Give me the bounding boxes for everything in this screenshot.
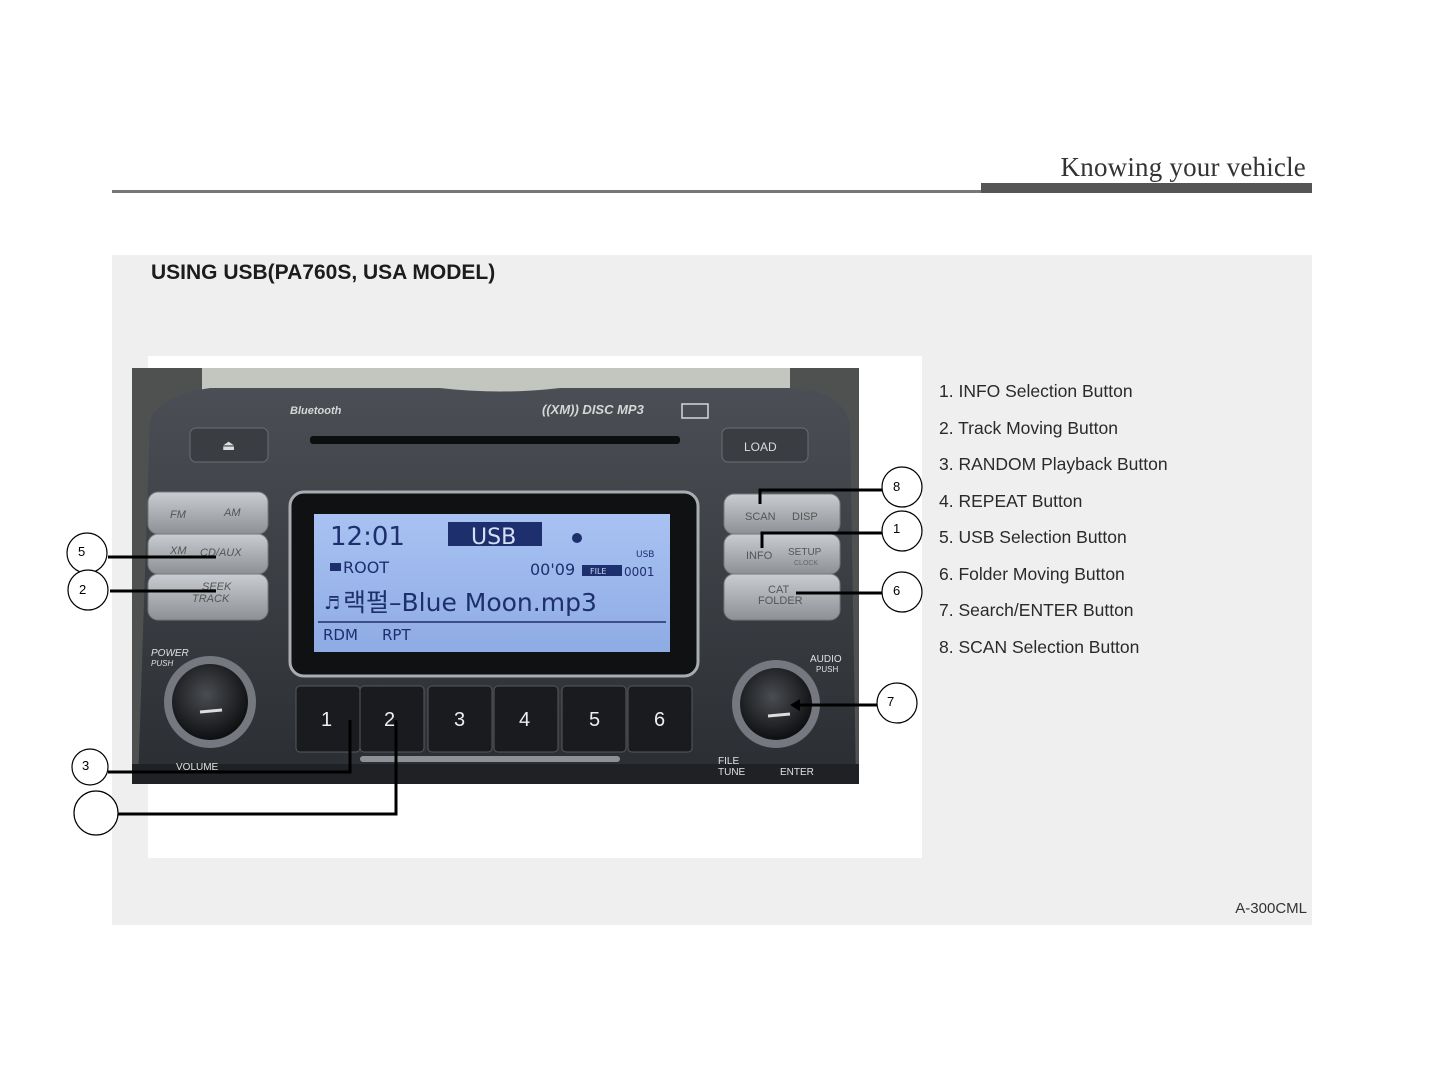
- callout-circle-4: [73, 790, 119, 836]
- track-label: TRACK: [192, 593, 230, 605]
- am-label: AM: [223, 507, 241, 519]
- callout-circle-8: [881, 466, 923, 508]
- volume-knob: [172, 664, 248, 740]
- audio-push-label: PUSH: [816, 665, 838, 674]
- preset-button-6: [627, 685, 693, 753]
- callout-circle-1: [881, 510, 923, 552]
- cd-logo: [681, 403, 709, 419]
- scan-disp-button: [723, 493, 841, 535]
- preset-button-5: [561, 685, 627, 753]
- volume-label: VOLUME: [176, 762, 219, 773]
- preset-button-3: [427, 685, 493, 753]
- leader-line-8: [758, 488, 884, 504]
- preset-label-3: 3: [454, 709, 465, 731]
- seek-track-button: [147, 573, 269, 621]
- preset-label-2: 2: [384, 709, 395, 731]
- load-label: LOAD: [744, 440, 777, 454]
- preset-buttons: 1 2 3 4 5 6: [295, 685, 693, 753]
- callout-label-1: 1: [893, 521, 900, 536]
- tune-knob: [740, 668, 812, 740]
- file-label: FILE: [718, 756, 739, 767]
- lcd-mode-box: [448, 522, 542, 546]
- lcd-rpt: RPT: [382, 626, 411, 644]
- setup-label: SETUP: [788, 547, 822, 558]
- preset-button-2: [359, 685, 425, 753]
- lcd-folder-icon: [330, 563, 341, 571]
- folder-label: FOLDER: [758, 595, 803, 607]
- lcd-file-number: 0001: [624, 565, 655, 579]
- callout-label-3: 3: [82, 758, 89, 773]
- callout-label-5: 5: [78, 544, 85, 559]
- power-label: POWER: [151, 648, 189, 659]
- callout-label-8: 8: [893, 479, 900, 494]
- preset-label-5: 5: [589, 709, 600, 731]
- legend-item: 1. INFO Selection Button: [939, 381, 1133, 401]
- leader-line-4: [118, 720, 398, 816]
- section-header: Knowing your vehicle: [1060, 152, 1306, 182]
- preset-label-4: 4: [519, 709, 530, 731]
- power-push-label: PUSH: [151, 659, 173, 668]
- lcd-folder: ROOT: [343, 558, 389, 577]
- fm-label: FM: [170, 509, 187, 521]
- leader-line-3: [108, 720, 352, 774]
- tune-label: TUNE: [718, 767, 746, 778]
- cd-slot: [310, 436, 680, 444]
- cat-label: CAT: [768, 584, 789, 596]
- section-title: USING USB(PA760S, USA MODEL): [151, 261, 496, 284]
- scan-label: SCAN: [745, 511, 776, 523]
- audio-label: AUDIO: [810, 654, 842, 665]
- enter-label: ENTER: [780, 767, 814, 778]
- callout-label-2: 2: [79, 582, 86, 597]
- callout-circle-2: [67, 569, 109, 611]
- preset-label-6: 6: [654, 709, 665, 731]
- load-button: [721, 427, 809, 463]
- preset-label-1: 1: [321, 709, 332, 731]
- legend-item: 2. Track Moving Button: [939, 417, 1118, 438]
- callout-label-7: 7: [887, 694, 894, 709]
- lcd-file-badge: FILE: [590, 567, 606, 576]
- callout-circle-3: [71, 748, 109, 786]
- lcd-source-tag: USB: [636, 550, 654, 560]
- lcd-rdm: RDM: [323, 626, 358, 644]
- legend-item: 5. USB Selection Button: [939, 527, 1127, 547]
- lcd-elapsed: 00'09: [530, 560, 575, 579]
- callout-circle-6: [881, 571, 923, 613]
- legend-item: 7. Search/ENTER Button: [939, 600, 1134, 620]
- bluetooth-logo: Bluetooth: [290, 405, 342, 417]
- lcd-track: 랙펄–Blue Moon.mp3: [343, 588, 597, 617]
- eject-icon: ⏏: [222, 437, 235, 453]
- lcd-time: 12:01: [330, 522, 405, 552]
- lcd-info-icon: [572, 533, 582, 543]
- disp-label: DISP: [792, 511, 818, 523]
- preset-button-4: [493, 685, 559, 753]
- legend-item: 3. RANDOM Playback Button: [939, 454, 1168, 474]
- clock-label: CLOCK: [794, 560, 818, 567]
- info-setup-button: [723, 533, 841, 575]
- callout-label-6: 6: [893, 583, 900, 598]
- leader-line-1: [760, 531, 884, 548]
- lcd-music-icon: ♬: [324, 593, 340, 614]
- fm-am-button: [147, 491, 269, 535]
- callout-circle-5: [66, 532, 108, 574]
- legend-item: 6. Folder Moving Button: [939, 563, 1125, 584]
- header-bar: [981, 183, 1312, 193]
- callout-circle-7: [876, 682, 918, 724]
- info-label: INFO: [746, 550, 773, 562]
- xm-label: XM: [169, 545, 187, 557]
- legend-item: 8. SCAN Selection Button: [939, 636, 1140, 657]
- cat-folder-button: [723, 573, 841, 621]
- legend-list: 1. INFO Selection Button 2. Track Moving…: [939, 381, 1168, 673]
- figure-code: A-300CML: [1235, 900, 1307, 917]
- header-rule: [112, 190, 982, 193]
- legend-item: 4. REPEAT Button: [939, 490, 1083, 511]
- lcd-mode: USB: [471, 525, 516, 550]
- eject-button: [189, 427, 269, 463]
- media-logos: ((XM)) DISC MP3: [542, 402, 645, 417]
- lcd-file-badge-box: [582, 565, 622, 576]
